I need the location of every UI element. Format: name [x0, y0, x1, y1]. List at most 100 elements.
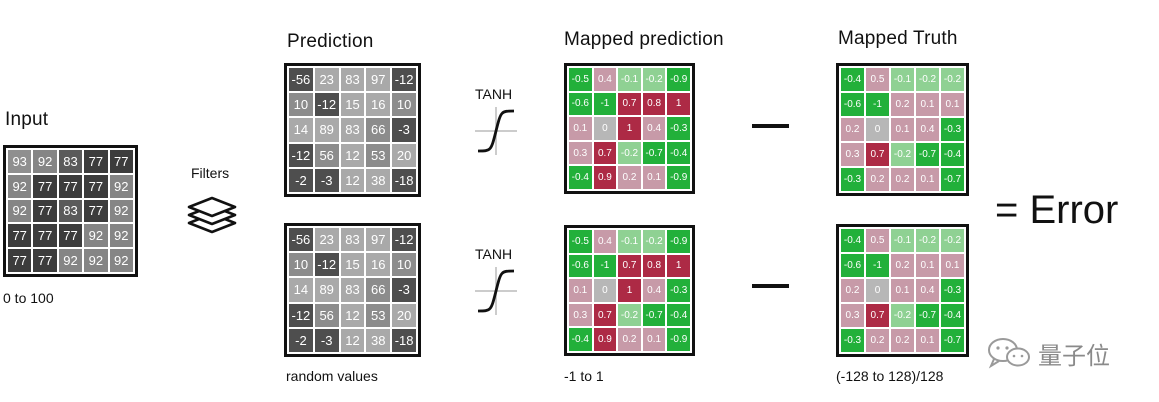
grid-cell: -0.4	[841, 229, 864, 252]
grid-cell: 16	[366, 253, 391, 277]
grid-cell: 92	[84, 249, 108, 272]
grid-cell: -56	[289, 68, 313, 92]
grid-cell: 77	[84, 174, 108, 198]
grid-cell: 56	[314, 143, 339, 167]
grid-cell: -0.3	[941, 279, 964, 302]
grid-cell: 92	[8, 174, 32, 198]
grid-cell: 0	[593, 117, 617, 140]
grid-cell: 0.3	[569, 141, 592, 165]
grid-cell: 77	[33, 224, 57, 248]
grid-cell: 12	[340, 303, 365, 327]
grid-cell: 0.2	[891, 168, 914, 191]
tanh-label-top: TANH	[475, 86, 513, 102]
grid-cell: 0.1	[642, 166, 666, 189]
grid-cell: -0.6	[569, 92, 592, 116]
grid-cell: 0.1	[891, 279, 914, 302]
grid-cell: 0.2	[866, 168, 889, 191]
grid-cell: -12	[314, 93, 339, 117]
grid-cell: -0.7	[941, 329, 964, 352]
grid-cell: 77	[84, 150, 108, 173]
grid-cell: -0.4	[569, 166, 592, 189]
sigmoid-curve-icon	[475, 107, 517, 155]
grid-cell: -12	[392, 228, 416, 252]
grid-cell: 12	[340, 143, 365, 167]
prediction-title: Prediction	[287, 31, 374, 52]
grid-cell: 38	[366, 328, 391, 352]
grid-cell: -0.7	[916, 143, 939, 166]
grid-cell: 20	[392, 143, 416, 167]
grid-cell: 89	[314, 118, 339, 142]
grid-cell: 83	[340, 118, 365, 142]
grid-cell: -0.6	[569, 254, 592, 278]
grid-cell: 10	[289, 253, 313, 277]
grid-cell: 0.3	[841, 304, 864, 327]
grid-cell: 0.1	[916, 254, 939, 277]
grid-cell: 0.7	[618, 254, 641, 278]
grid-cell: -0.1	[618, 68, 641, 91]
grid-cell: 66	[366, 118, 391, 142]
grid-cell: 38	[366, 168, 391, 192]
grid-cell: -0.1	[891, 229, 914, 252]
grid-cell: 0.1	[916, 168, 939, 191]
grid-cell: 92	[58, 249, 83, 272]
grid-cell: 0.4	[916, 279, 939, 302]
prediction-caption: random values	[286, 368, 378, 384]
grid-cell: -0.6	[841, 93, 864, 116]
grid-cell: -0.4	[667, 141, 690, 165]
grid-cell: 0	[866, 279, 889, 302]
grid-cell: 0.2	[841, 118, 864, 141]
grid-cell: 92	[109, 224, 133, 248]
grid-cell: 1	[618, 117, 641, 140]
grid-cell: 77	[33, 199, 57, 223]
mapped-prediction-title: Mapped prediction	[564, 29, 724, 50]
grid-cell: -0.3	[667, 117, 690, 140]
grid-cell: 92	[8, 199, 32, 223]
grid-cell: 20	[392, 303, 416, 327]
grid-cell: 83	[340, 228, 365, 252]
grid-cell: 92	[33, 150, 57, 173]
grid-cell: 14	[289, 278, 313, 302]
grid-cell: 92	[109, 199, 133, 223]
grid-cell: -12	[392, 68, 416, 92]
grid-cell: -18	[392, 168, 416, 192]
grid-cell: 83	[340, 68, 365, 92]
grid-cell: 77	[58, 224, 83, 248]
grid-cell: 92	[84, 224, 108, 248]
grid-cell: -0.3	[941, 118, 964, 141]
tanh-label-bottom: TANH	[475, 246, 513, 262]
grid-cell: -0.2	[642, 230, 666, 253]
grid-cell: 77	[8, 224, 32, 248]
grid-cell: 0.7	[866, 304, 889, 327]
equals-error-label: = Error	[995, 188, 1119, 232]
grid-cell: 23	[314, 228, 339, 252]
grid-cell: -0.7	[916, 304, 939, 327]
grid-cell: -0.3	[841, 168, 864, 191]
grid-cell: 0	[593, 279, 617, 302]
grid-cell: 0.1	[941, 254, 964, 277]
grid-cell: 0.4	[642, 117, 666, 140]
grid-cell: 93	[8, 150, 32, 173]
grid-cell: 83	[58, 199, 83, 223]
grid-cell: -3	[392, 118, 416, 142]
grid-cell: 16	[366, 93, 391, 117]
grid-cell: -0.2	[891, 304, 914, 327]
grid-cell: -2	[289, 328, 313, 352]
grid-cell: 53	[366, 303, 391, 327]
grid-cell: 0.3	[569, 303, 592, 327]
grid-cell: 77	[33, 174, 57, 198]
grid-cell: -0.7	[642, 141, 666, 165]
grid-cell: -2	[289, 168, 313, 192]
grid-cell: -0.4	[841, 68, 864, 91]
grid-cell: -0.3	[841, 329, 864, 352]
grid-cell: 0.2	[866, 329, 889, 352]
grid-cell: 0.9	[593, 166, 617, 189]
grid-cell: 0.5	[866, 68, 889, 91]
grid-cell: 92	[109, 174, 133, 198]
grid-cell: -12	[314, 253, 339, 277]
grid-cell: 0.4	[642, 279, 666, 302]
grid-cell: -3	[392, 278, 416, 302]
minus-sign-bottom	[752, 284, 789, 288]
